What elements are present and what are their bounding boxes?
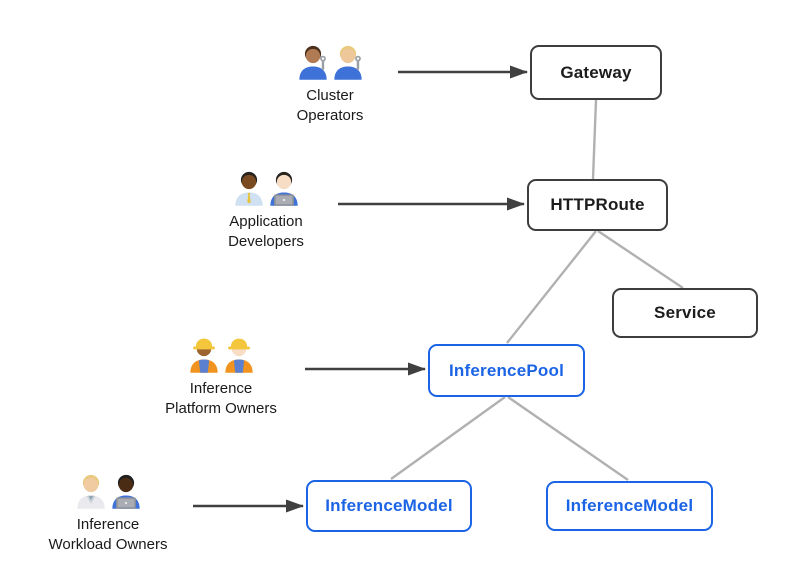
persona-label-line: Application [229, 213, 303, 230]
node-httproute: HTTPRoute [527, 179, 668, 231]
edge-httproute-to-inference-pool [506, 230, 597, 344]
node-label-inference-model-1: InferenceModel [325, 496, 453, 515]
person-woman-mechanic-icon [333, 45, 362, 80]
node-label-httproute: HTTPRoute [550, 195, 645, 214]
persona-label-line: Inference [76, 516, 140, 533]
persona-label-line: Cluster [306, 87, 354, 104]
edge-inference-pool-to-inference-model-1 [390, 396, 506, 480]
edge-httproute-to-service [597, 230, 684, 289]
node-inference-model-2: InferenceModel [546, 481, 713, 531]
node-inference-pool: InferencePool [428, 344, 585, 397]
persona-application-developers-emoji [233, 164, 300, 206]
persona-label-line: Operators [296, 107, 364, 124]
person-man-technologist-icon [111, 474, 140, 509]
edge-inference-pool-to-inference-model-2 [507, 396, 629, 481]
person-man-mechanic-icon [298, 45, 327, 80]
persona-label-line: Developers [228, 233, 304, 250]
node-inference-model-1: InferenceModel [306, 480, 472, 532]
persona-label-line: Platform Owners [165, 400, 277, 417]
persona-cluster-operators-emoji [297, 38, 364, 80]
persona-inference-workload-owners-emoji [75, 467, 142, 509]
node-label-inference-model-2: InferenceModel [565, 496, 694, 515]
person-man-construction-worker-icon [224, 338, 253, 373]
person-man-office-worker-icon [234, 171, 263, 206]
persona-label-line: Inference [189, 380, 253, 397]
node-label-gateway: Gateway [560, 62, 632, 82]
edge-gateway-to-httproute [591, 99, 598, 180]
node-gateway: Gateway [530, 45, 662, 100]
person-woman-construction-worker-icon [189, 338, 218, 373]
person-woman-technologist-icon [269, 171, 298, 206]
person-health-worker-icon [76, 474, 105, 509]
node-label-inference-pool: InferencePool [448, 360, 565, 380]
persona-label-line: Workload Owners [48, 536, 168, 553]
persona-inference-platform-owners-emoji [188, 331, 255, 373]
node-service: Service [612, 288, 758, 338]
node-label-service: Service [654, 303, 716, 322]
